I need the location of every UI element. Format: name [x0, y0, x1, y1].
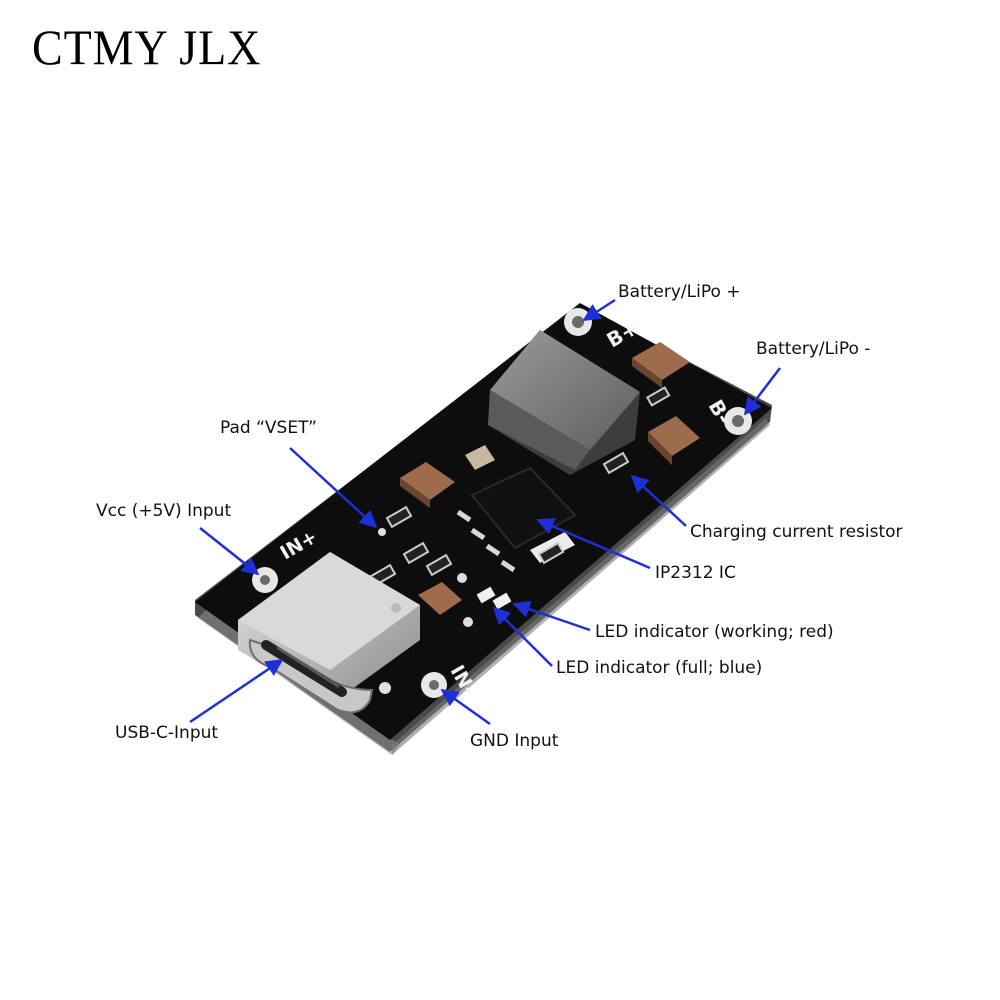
- smd-resistor: [385, 505, 413, 529]
- charging-current-resistor: [602, 451, 630, 475]
- callout-vcc-input: Vcc (+5V) Input: [96, 501, 232, 521]
- arrow-gnd: [440, 688, 491, 726]
- callout-battery-plus: Battery/LiPo +: [618, 282, 741, 302]
- arrow-battery-plus: [582, 298, 616, 322]
- callout-usb-c-input: USB-C-Input: [115, 723, 219, 743]
- capacitor: [632, 342, 690, 388]
- pad-b-plus: [564, 308, 592, 336]
- callout-ip2312-ic: IP2312 IC: [655, 563, 736, 583]
- capacitor: [400, 462, 455, 508]
- inductor: [488, 330, 640, 532]
- smd-resistor: [402, 541, 430, 565]
- smd-resistor: [537, 541, 565, 565]
- arrow-ic: [536, 518, 651, 570]
- arrow-led-working: [512, 600, 591, 632]
- pad-in-minus: [421, 672, 447, 698]
- capacitor: [465, 445, 495, 470]
- callout-charging-resistor: Charging current resistor: [690, 522, 903, 542]
- arrow-charging-resistor: [630, 474, 687, 527]
- callout-gnd-input: GND Input: [470, 731, 559, 751]
- arrow-vset: [289, 447, 378, 529]
- callout-pad-vset: Pad “VSET”: [220, 418, 317, 438]
- smd-resistor: [425, 553, 453, 577]
- arrow-battery-minus: [743, 367, 781, 416]
- led-working-red: [476, 586, 496, 604]
- callout-led-working: LED indicator (working; red): [595, 622, 834, 642]
- usb-c-connector: [238, 552, 420, 714]
- arrow-vcc: [199, 527, 260, 576]
- callout-battery-minus: Battery/LiPo -: [756, 339, 871, 359]
- brand-logo-text: CTMY JLX: [32, 19, 262, 75]
- vset-pad: [378, 528, 386, 536]
- callout-led-full: LED indicator (full; blue): [556, 658, 763, 678]
- led-full-blue: [492, 592, 512, 610]
- capacitor: [648, 416, 700, 465]
- capacitor: [418, 582, 462, 615]
- arrow-led-full: [492, 606, 553, 667]
- arrow-usb-c: [189, 658, 284, 724]
- smd-resistor: [645, 386, 671, 407]
